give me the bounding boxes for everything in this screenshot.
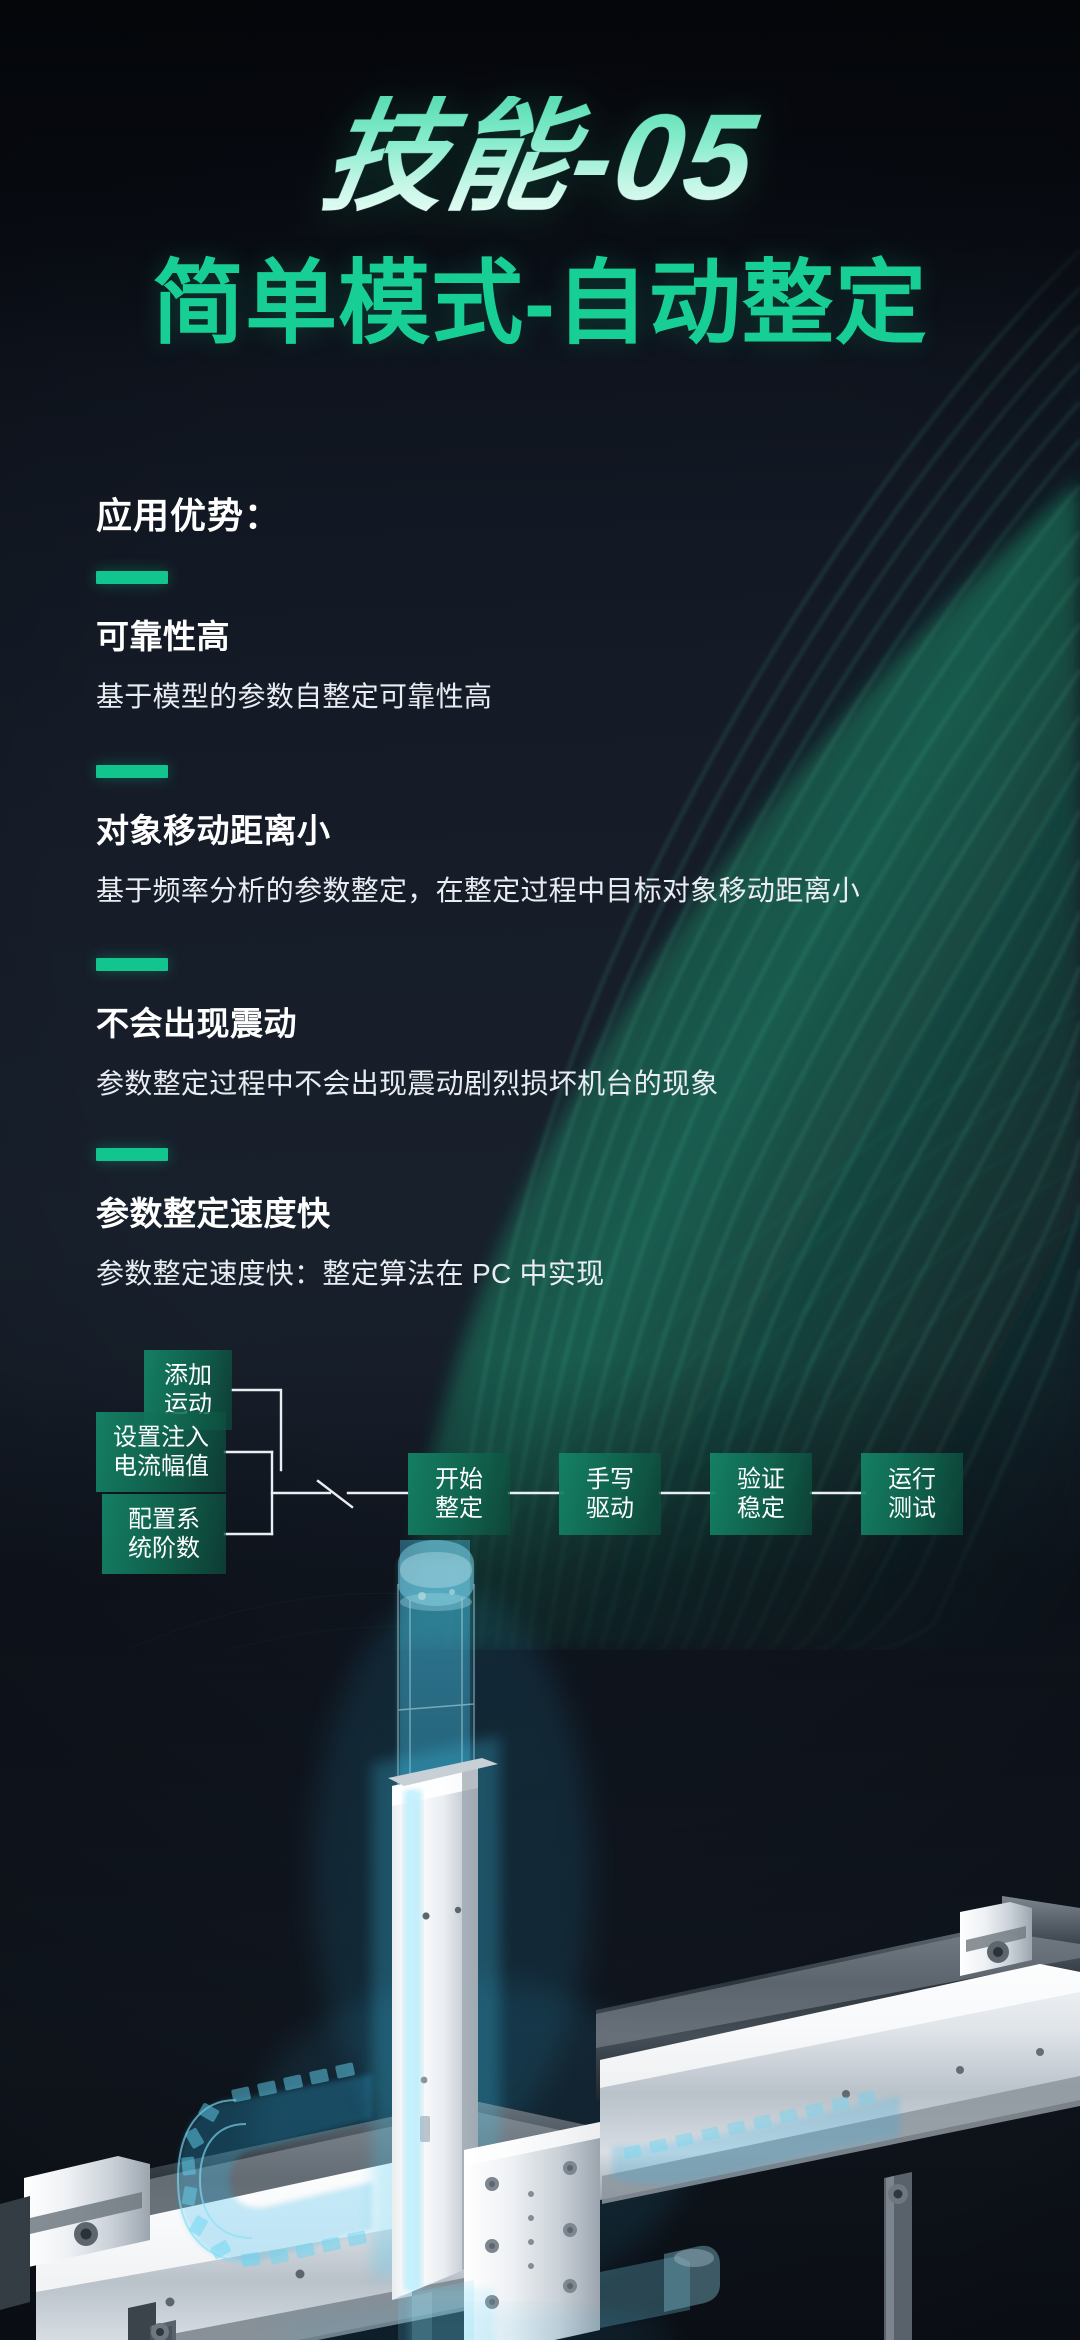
- feature-title: 参数整定速度快: [96, 1195, 331, 1232]
- feature-description: 基于频率分析的参数整定，在整定过程中目标对象移动距离小: [96, 875, 861, 906]
- flow-node-line2: 驱动: [586, 1495, 634, 1522]
- feature-title: 可靠性高: [96, 618, 230, 655]
- flow-node-line1: 设置注入: [113, 1423, 209, 1451]
- flow-node-line1: 添加: [164, 1361, 212, 1389]
- flow-node-run-test[interactable]: 运行 测试: [861, 1453, 963, 1535]
- support-legs: [128, 2172, 912, 2340]
- flow-node-line2: 稳定: [737, 1495, 785, 1522]
- flow-node-line2: 整定: [435, 1495, 483, 1522]
- cable-chain-left: [176, 2062, 372, 2267]
- flow-node-line1: 运行: [888, 1465, 936, 1493]
- z-axis-inner-rail: [404, 1790, 422, 2290]
- feature-dash-icon: [96, 1148, 168, 1161]
- feature-item-0: 可靠性高 基于模型的参数自整定可靠性高: [96, 571, 492, 715]
- feature-dash-icon: [96, 958, 168, 971]
- flow-node-verify-stable[interactable]: 验证 稳定: [710, 1453, 812, 1535]
- page-subtitle: 简单模式-自动整定: [152, 253, 928, 355]
- feature-title: 对象移动距离小: [96, 812, 331, 849]
- feature-dash-icon: [96, 571, 168, 584]
- feature-dash-icon: [96, 765, 168, 778]
- flow-node-line1: 验证: [737, 1465, 785, 1493]
- carriage-plate: [464, 2122, 600, 2340]
- flow-node-line2: 统阶数: [128, 1535, 200, 1562]
- flow-node-line2: 测试: [888, 1495, 936, 1522]
- gantry-machine-illustration: [0, 1540, 1080, 2340]
- left-end-cap: [0, 2156, 150, 2310]
- right-end-cap: [960, 1896, 1080, 1976]
- background-top-fade: [0, 0, 1080, 340]
- feature-title: 不会出现震动: [96, 1005, 297, 1042]
- feature-description: 参数整定过程中不会出现震动剧烈损坏机台的现象: [96, 1068, 719, 1099]
- flow-node-start-tuning[interactable]: 开始 整定: [408, 1453, 510, 1535]
- feature-item-1: 对象移动距离小 基于频率分析的参数整定，在整定过程中目标对象移动距离小: [96, 765, 860, 909]
- cable-chain-right: [612, 2090, 900, 2185]
- tuning-flowchart: 添加 运动 设置注入 电流幅值 配置系 统阶数 开始 整定 手写 驱动 验证 稳…: [0, 1318, 1080, 1574]
- flow-node-line1: 配置系: [128, 1505, 200, 1533]
- flow-node-line1: 手写: [586, 1465, 634, 1493]
- flow-node-line2: 电流幅值: [113, 1453, 209, 1480]
- flow-node-manual-drive[interactable]: 手写 驱动: [559, 1453, 661, 1535]
- poster-header: 技能-05 简单模式-自动整定: [0, 89, 1080, 355]
- flowchart-connectors: [223, 1388, 867, 1536]
- feature-item-2: 不会出现震动 参数整定过程中不会出现震动剧烈损坏机台的现象: [96, 958, 719, 1102]
- page-title: 技能-05: [314, 89, 766, 225]
- feature-description: 参数整定速度快：整定算法在 PC 中实现: [96, 1258, 605, 1289]
- feature-description: 基于模型的参数自整定可靠性高: [96, 681, 493, 712]
- feature-item-3: 参数整定速度快 参数整定速度快：整定算法在 PC 中实现: [96, 1148, 604, 1292]
- flow-node-set-current[interactable]: 设置注入 电流幅值: [96, 1412, 226, 1492]
- flow-node-config-order[interactable]: 配置系 统阶数: [102, 1494, 226, 1574]
- flow-node-line1: 开始: [435, 1465, 483, 1493]
- advantages-heading: 应用优势：: [96, 495, 282, 536]
- gantry-machine-render: [0, 1540, 1080, 2340]
